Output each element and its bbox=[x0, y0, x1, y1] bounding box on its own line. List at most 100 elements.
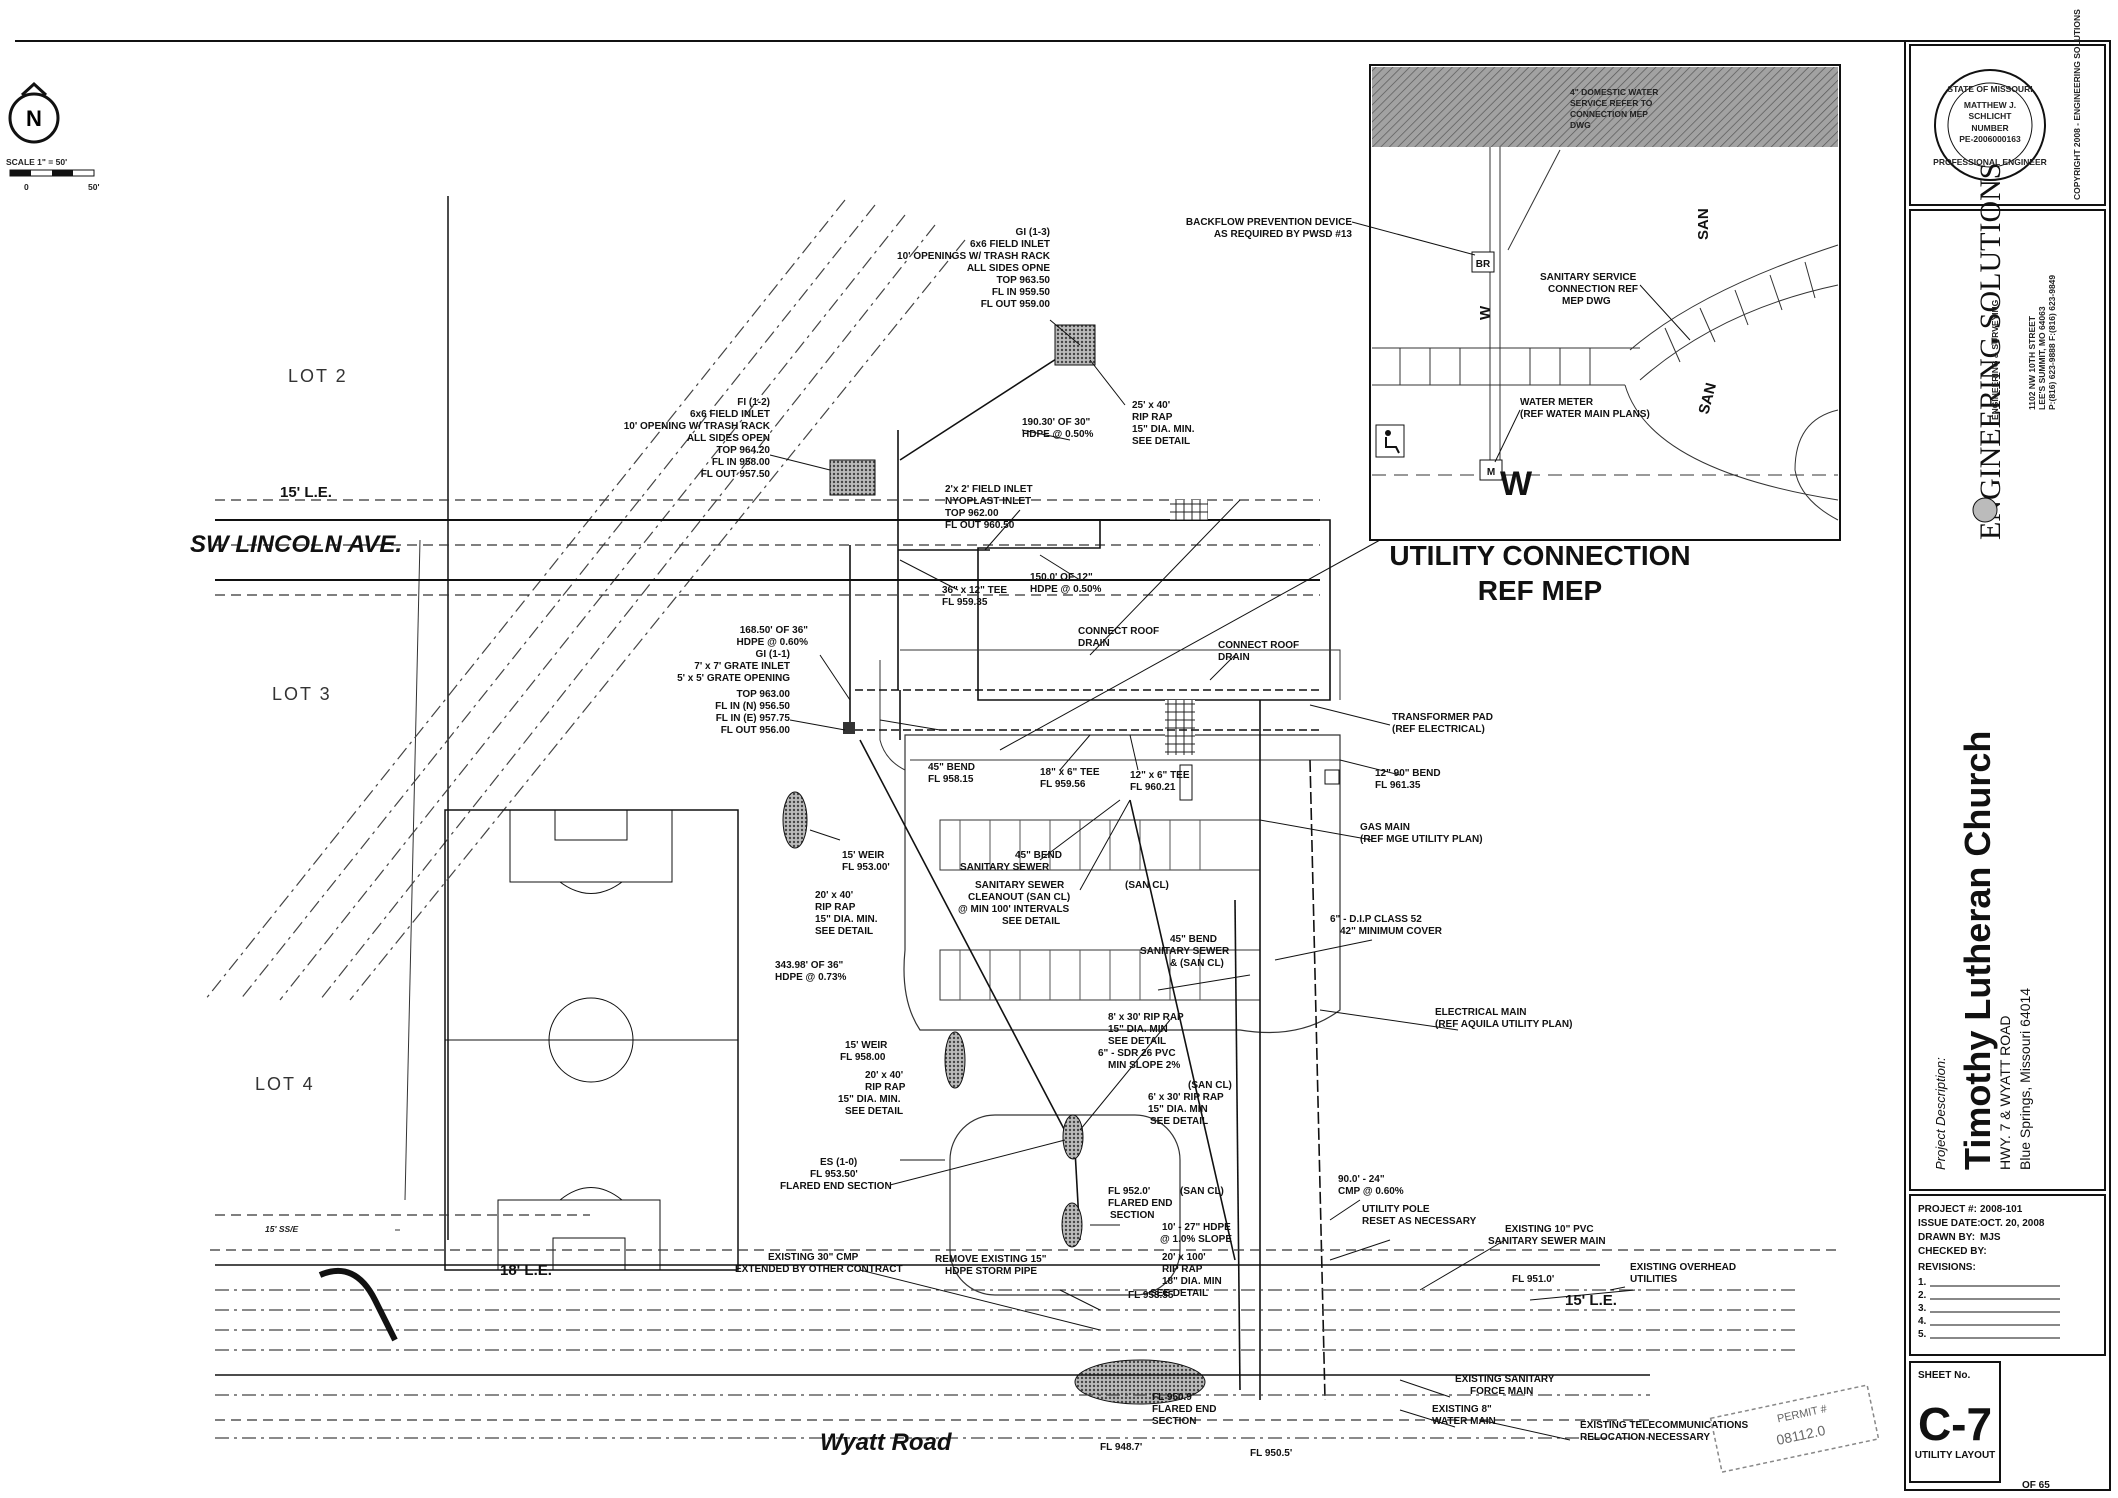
utility-connection-inset: BR M W SAN SAN W 4" DOMESTIC WATER SERVI… bbox=[999, 64, 1841, 751]
callout-bend-45-storm: 45" BEND FL 958.15 bbox=[928, 762, 975, 785]
svg-text:FL IN (E) 957.75: FL IN (E) 957.75 bbox=[716, 713, 791, 724]
svg-text:FL 959.56: FL 959.56 bbox=[1040, 779, 1086, 790]
svg-text:FLARED END: FLARED END bbox=[1108, 1198, 1172, 1209]
svg-text:SANITARY SEWER: SANITARY SEWER bbox=[960, 862, 1050, 873]
svg-text:REMOVE EXISTING 15": REMOVE EXISTING 15" bbox=[935, 1254, 1047, 1265]
svg-text:TOP 963.00: TOP 963.00 bbox=[736, 689, 790, 700]
callout-gi-1-1: GI (1-1) 7' x 7' GRATE INLET 5' x 5' GRA… bbox=[677, 649, 790, 736]
svg-text:SANITARY SERVICE: SANITARY SERVICE bbox=[1540, 272, 1637, 283]
svg-text:EXISTING SANITARY: EXISTING SANITARY bbox=[1455, 1374, 1555, 1385]
svg-text:4" DOMESTIC WATER: 4" DOMESTIC WATER bbox=[1570, 87, 1658, 97]
svg-text:STATE OF MISSOURI: STATE OF MISSOURI bbox=[1947, 84, 2032, 94]
wyatt-road: Wyatt Road 18' L.E. 15' L.E. 15' SS/E bbox=[210, 1214, 1840, 1456]
svg-text:6" - D.I.P CLASS 52: 6" - D.I.P CLASS 52 bbox=[1330, 914, 1422, 925]
svg-text:FORCE MAIN: FORCE MAIN bbox=[1470, 1386, 1533, 1397]
svg-text:SEE DETAIL: SEE DETAIL bbox=[1150, 1288, 1208, 1299]
svg-text:15" DIA. MIN.: 15" DIA. MIN. bbox=[838, 1094, 901, 1105]
svg-text:3.: 3. bbox=[1918, 1303, 1927, 1314]
svg-text:(REF AQUILA UTILITY PLAN): (REF AQUILA UTILITY PLAN) bbox=[1435, 1019, 1572, 1030]
project-no-label: PROJECT #: bbox=[1918, 1204, 1977, 1215]
svg-text:UTILITY POLE: UTILITY POLE bbox=[1362, 1204, 1430, 1215]
svg-text:45" BEND: 45" BEND bbox=[1170, 934, 1217, 945]
svg-text:2.: 2. bbox=[1918, 1290, 1927, 1301]
svg-text:2'x 2' FIELD INLET: 2'x 2' FIELD INLET bbox=[945, 484, 1033, 495]
wyatt-road-label: Wyatt Road bbox=[820, 1429, 953, 1456]
svg-text:45" BEND: 45" BEND bbox=[1015, 850, 1062, 861]
callout-fi-1-2: FI (1-2) 6x6 FIELD INLET 10' OPENING W/ … bbox=[624, 397, 771, 480]
svg-text:6x6 FIELD INLET: 6x6 FIELD INLET bbox=[690, 409, 770, 420]
callout-hdpe-10-27: 10' - 27" HDPE @ 1.0% SLOPE bbox=[1160, 1222, 1232, 1245]
svg-text:RIP RAP: RIP RAP bbox=[1132, 412, 1173, 423]
engineer-seal-icon: STATE OF MISSOURI MATTHEW J. SCHLICHT NU… bbox=[1933, 69, 2047, 181]
project-address-2: Blue Springs, Missouri 64014 bbox=[2017, 988, 2033, 1170]
svg-text:GI (1-3): GI (1-3) bbox=[1016, 227, 1050, 238]
svg-text:@ MIN 100' INTERVALS: @ MIN 100' INTERVALS bbox=[958, 904, 1070, 915]
svg-text:RELOCATION NECESSARY: RELOCATION NECESSARY bbox=[1580, 1432, 1710, 1443]
checked-by-label: CHECKED BY: bbox=[1918, 1246, 1987, 1257]
inset-water-meter-note: WATER METER (REF WATER MAIN PLANS) bbox=[1520, 397, 1650, 420]
callout-ex-water: EXISTING 8" WATER MAIN bbox=[1432, 1404, 1496, 1427]
svg-text:CONNECTION REF: CONNECTION REF bbox=[1548, 284, 1638, 295]
callout-gi-1-3: GI (1-3) 6x6 FIELD INLET 10' OPENINGS W/… bbox=[897, 227, 1051, 310]
svg-text:5.: 5. bbox=[1918, 1329, 1927, 1340]
svg-text:RIP RAP: RIP RAP bbox=[1162, 1264, 1203, 1275]
svg-text:DRAIN: DRAIN bbox=[1078, 638, 1110, 649]
lincoln-ave-label: SW LINCOLN AVE. bbox=[190, 531, 402, 558]
callout-electrical-main: ELECTRICAL MAIN (REF AQUILA UTILITY PLAN… bbox=[1435, 1007, 1572, 1030]
svg-text:MATTHEW J.: MATTHEW J. bbox=[1964, 100, 2016, 110]
sheet-number: C-7 bbox=[1918, 1398, 1992, 1450]
project-name: Timothy Lutheran Church bbox=[1957, 731, 1998, 1170]
svg-text:FL 958.00: FL 958.00 bbox=[840, 1052, 886, 1063]
callout-weir-2: 15' WEIR FL 958.00 bbox=[840, 1040, 888, 1063]
callout-fl-950-5: FL 950.5' bbox=[1250, 1448, 1292, 1459]
lincoln-avenue: SW LINCOLN AVE. 15' L.E. bbox=[190, 484, 1320, 596]
inset-title-line1: UTILITY CONNECTION bbox=[1389, 540, 1690, 571]
svg-text:FL 953.00': FL 953.00' bbox=[842, 862, 890, 873]
svg-text:25' x 40': 25' x 40' bbox=[1132, 400, 1170, 411]
le-top-label: 15' L.E. bbox=[280, 484, 332, 501]
svg-text:ALL SIDES OPNE: ALL SIDES OPNE bbox=[967, 263, 1050, 274]
svg-text:45" BEND: 45" BEND bbox=[928, 762, 975, 773]
callout-utility-pole: UTILITY POLE RESET AS NECESSARY bbox=[1362, 1204, 1477, 1227]
callout-san-cl-3: (SAN CL) bbox=[1180, 1186, 1224, 1197]
lot3-label: LOT 3 bbox=[272, 684, 332, 704]
svg-text:FLARED END SECTION: FLARED END SECTION bbox=[780, 1181, 892, 1192]
svg-text:FL 953.50': FL 953.50' bbox=[810, 1169, 858, 1180]
callout-hdpe-168: 168.50' OF 36" HDPE @ 0.60% bbox=[737, 625, 809, 648]
svg-text:150.0' OF 12": 150.0' OF 12" bbox=[1030, 572, 1093, 583]
svg-text:90.0' - 24": 90.0' - 24" bbox=[1338, 1174, 1385, 1185]
svg-text:FL OUT 959.00: FL OUT 959.00 bbox=[981, 299, 1051, 310]
rip-rap-pads bbox=[782, 324, 1340, 1405]
svg-text:8' x 30' RIP RAP: 8' x 30' RIP RAP bbox=[1108, 1012, 1184, 1023]
svg-text:6' x 30' RIP RAP: 6' x 30' RIP RAP bbox=[1148, 1092, 1224, 1103]
svg-text:7' x 7' GRATE INLET: 7' x 7' GRATE INLET bbox=[694, 661, 790, 672]
inset-domestic-note: 4" DOMESTIC WATER SERVICE REFER TO CONNE… bbox=[1570, 87, 1658, 130]
svg-text:FL 952.0': FL 952.0' bbox=[1108, 1186, 1150, 1197]
callout-fl-953-5: FL 953.55 bbox=[1128, 1290, 1174, 1301]
svg-text:SEE DETAIL: SEE DETAIL bbox=[815, 926, 873, 937]
callout-ex-overhead: EXISTING OVERHEAD UTILITIES bbox=[1630, 1262, 1736, 1285]
svg-text:08112.0: 08112.0 bbox=[1775, 1422, 1827, 1448]
lot2-label: LOT 2 bbox=[288, 366, 348, 386]
svg-text:18" DIA. MIN: 18" DIA. MIN bbox=[1162, 1276, 1222, 1287]
svg-text:SEE DETAIL: SEE DETAIL bbox=[1132, 436, 1190, 447]
callout-fl-950-9: FL 950.9' FLARED END SECTION bbox=[1152, 1392, 1216, 1427]
callout-field-inlet-2x2: 2'x 2' FIELD INLET NYOPLAST INLET TOP 96… bbox=[945, 484, 1033, 531]
svg-text:20' x 40': 20' x 40' bbox=[815, 890, 853, 901]
inset-w-label-2: W bbox=[1477, 305, 1494, 320]
svg-text:PROFESSIONAL ENGINEER: PROFESSIONAL ENGINEER bbox=[1933, 157, 2047, 167]
svg-text:4.: 4. bbox=[1918, 1316, 1927, 1327]
sheet-of: OF 65 bbox=[2022, 1480, 2050, 1491]
svg-text:TOP 964.20: TOP 964.20 bbox=[716, 445, 770, 456]
svg-text:20' x 100': 20' x 100' bbox=[1162, 1252, 1206, 1263]
svg-text:TOP 962.00: TOP 962.00 bbox=[945, 508, 999, 519]
svg-text:15" DIA. MIN.: 15" DIA. MIN. bbox=[815, 914, 878, 925]
storm-pipes bbox=[849, 349, 1326, 1401]
callout-cmp-90: 90.0' - 24" CMP @ 0.60% bbox=[1338, 1174, 1404, 1197]
callout-ex-30-cmp: EXISTING 30" CMP EXTENDED BY OTHER CONTR… bbox=[735, 1252, 903, 1275]
firm-tag: ENGINEERING & SURVEYING bbox=[1990, 299, 2000, 420]
project-no: 2008-101 bbox=[1980, 1204, 2023, 1215]
callout-tee-36x12: 36" x 12" TEE FL 959.35 bbox=[942, 585, 1007, 608]
svg-text:15" DIA. MIN: 15" DIA. MIN bbox=[1108, 1024, 1168, 1035]
svg-text:CONNECT ROOF: CONNECT ROOF bbox=[1218, 640, 1299, 651]
